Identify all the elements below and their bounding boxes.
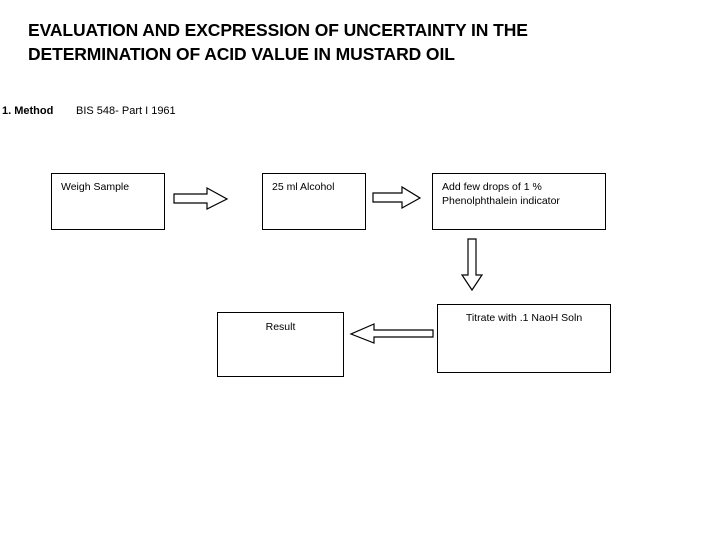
flow-box-weigh-sample[interactable]: Weigh Sample [51,173,165,230]
arrow-right-weigh-to-alcohol [173,186,229,210]
flow-box-phenolphthalein-indicator-label: Add few drops of 1 % Phenolphthalein ind… [442,181,560,207]
arrow-left-titrate-to-result [349,323,434,344]
flow-box-alcohol-label: 25 ml Alcohol [272,181,335,193]
flow-box-result-label: Result [265,321,296,333]
flow-box-weigh-sample-label: Weigh Sample [61,181,130,193]
flow-box-titrate-label: Titrate with .1 NaoH Soln [465,312,583,324]
flow-box-result[interactable]: Result [217,312,344,377]
page-title: EVALUATION AND EXCPRESSION OF UNCERTAINT… [28,20,528,64]
flow-box-alcohol[interactable]: 25 ml Alcohol [262,173,366,230]
flow-box-titrate[interactable]: Titrate with .1 NaoH Soln [437,304,611,373]
method-row: 1. Method BIS 548- Part I 1961 [2,105,402,121]
method-value: BIS 548- Part I 1961 [76,105,176,117]
method-label: 1. Method [2,105,54,117]
arrow-down-indicator-to-titrate [460,238,484,292]
arrow-right-alcohol-to-indicator [372,185,422,210]
flow-box-phenolphthalein-indicator[interactable]: Add few drops of 1 % Phenolphthalein ind… [432,173,606,230]
